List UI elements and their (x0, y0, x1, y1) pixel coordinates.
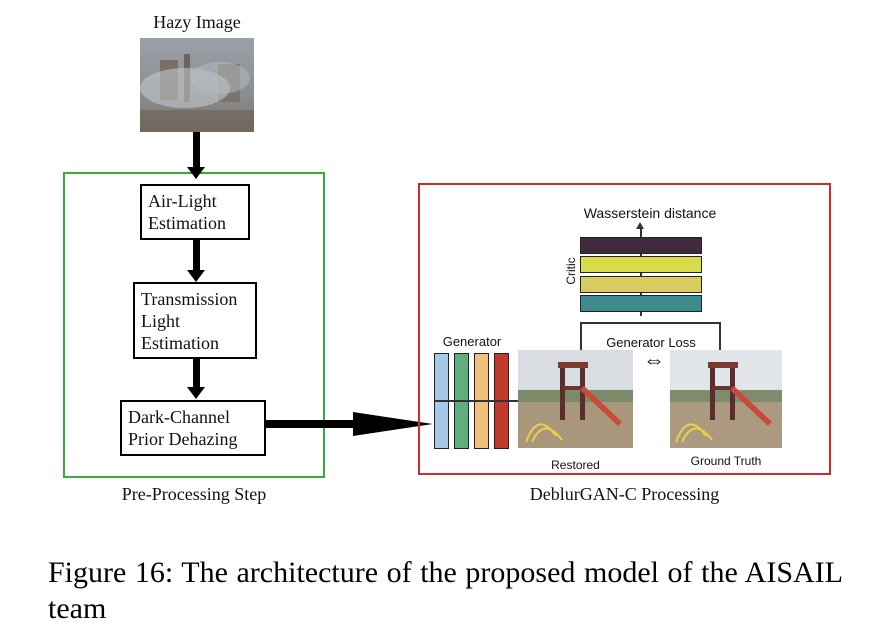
arrow-head (187, 270, 205, 282)
step-line: Light (141, 311, 180, 331)
loss-connector-top (580, 322, 720, 324)
step-line: Dark-Channel (128, 407, 230, 427)
hazy-image (140, 38, 254, 132)
dark-channel-prior-dehazing-box: Dark-Channel Prior Dehazing (120, 400, 266, 456)
critic-layer (580, 276, 702, 293)
transmission-light-estimation-box: Transmission Light Estimation (133, 282, 257, 359)
arrow-head (187, 387, 205, 399)
generator-loss-label: Generator Loss (606, 335, 696, 350)
arrow-shaft (193, 359, 200, 389)
step-line: Estimation (148, 213, 226, 233)
figure-caption: Figure 16: The architecture of the propo… (48, 556, 843, 625)
loss-connector-right (719, 322, 721, 350)
critic-layer (580, 256, 702, 273)
restored-image (518, 350, 633, 448)
step-line: Estimation (141, 333, 219, 353)
critic-layer (580, 237, 702, 254)
step-line: Air-Light (148, 191, 217, 211)
deblurgan-frame (418, 183, 831, 475)
deblurgan-label: DeblurGAN-C Processing (529, 484, 720, 504)
arrow-shaft (193, 240, 200, 272)
compare-arrow: ⇔ (643, 347, 665, 372)
wasserstein-label: Wasserstein distance (583, 205, 717, 221)
step-line: Prior Dehazing (128, 429, 238, 449)
generator-spine (434, 400, 518, 402)
air-light-estimation-box: Air-Light Estimation (140, 184, 250, 240)
ground-truth-image (670, 350, 782, 448)
critic-label: Critic (564, 257, 578, 285)
critic-layer (580, 295, 702, 312)
loss-connector-left (580, 322, 582, 350)
restored-label: Restored (551, 458, 600, 472)
critic-output-arrowhead (636, 222, 644, 229)
arrow-shaft (193, 132, 200, 168)
generator-label: Generator (442, 334, 502, 349)
hazy-image-label: Hazy Image (153, 12, 241, 32)
flow-arrow (265, 412, 433, 436)
arrow-head (187, 167, 205, 179)
ground-truth-label: Ground Truth (690, 454, 762, 468)
preprocess-label: Pre-Processing Step (121, 484, 267, 504)
step-line: Transmission (141, 289, 238, 309)
